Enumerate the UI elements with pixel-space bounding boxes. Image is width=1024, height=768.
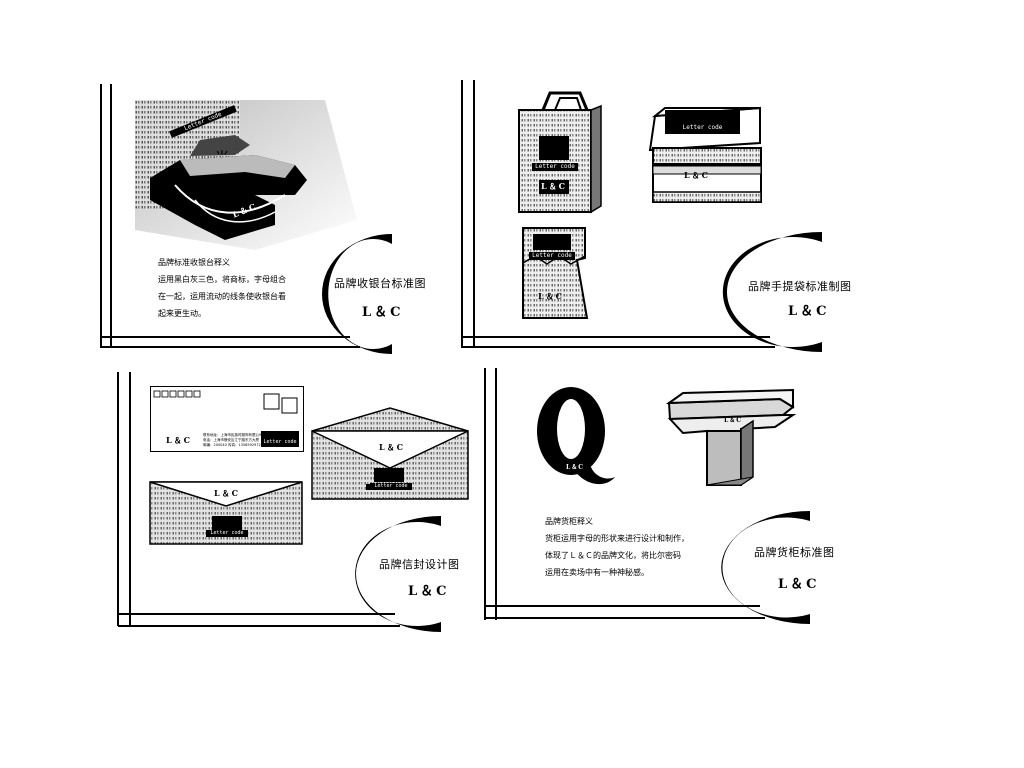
address-line: 电话：上海市静安区江宁路东方大厦: [203, 438, 259, 442]
box-letter-code-tag: Letter code: [682, 124, 723, 131]
envelope-address-block: 联系地址：上海市民族时服饰有限公司 电话：上海市静安区江宁路东方大厦 邮编：20…: [203, 433, 263, 448]
envelope-panel-brand: L＆C: [408, 584, 450, 599]
envelope-illustrations: [149, 407, 469, 545]
cabinet-panel-title: 品牌货柜标准图: [754, 546, 835, 559]
counter-note-line: 运用黑白灰三色，将商标，字母组合: [158, 275, 286, 284]
stamp-boxes: [263, 393, 298, 414]
counter-panel-brand: L＆C: [362, 305, 404, 320]
cabinet-note-line: 运用在卖场中有一种神秘感。: [545, 568, 649, 577]
bag-illustration: [518, 91, 762, 319]
t-cabinet-brand: L＆C: [724, 417, 742, 424]
envelope-card-tag: Letter code: [261, 431, 299, 447]
counter-note: 品牌标准收银台释义 运用黑白灰三色，将商标，字母组合 在一起，运用流动的线条使收…: [158, 254, 286, 322]
cabinet-panel-brand: L＆C: [778, 577, 820, 592]
small-bag-letter-code-tag: Letter code: [529, 252, 575, 259]
envelope-panel-title: 品牌信封设计图: [379, 558, 460, 571]
small-bag-brand-mark: L＆C: [538, 291, 564, 301]
envelope1-brand: L＆C: [214, 488, 240, 498]
bag-panel-brand: L＆C: [788, 304, 830, 319]
counter-note-line: 品牌标准收银台释义: [158, 258, 230, 267]
counter-panel-title: 品牌收银台标准图: [334, 277, 426, 290]
box-brand-mark: L＆C: [684, 170, 710, 180]
envelope-card-brand: L＆C: [166, 435, 192, 445]
counter-note-line: 起来更生动。: [158, 309, 206, 318]
envelope-front: L＆C 联系地址：上海市民族时服饰有限公司 电话：上海市静安区江宁路东方大厦 邮…: [150, 386, 304, 452]
postcode-boxes: [153, 390, 201, 398]
cabinet-note-line: 体现了Ｌ＆Ｃ的品牌文化，将比尔密码: [545, 551, 681, 560]
q-cabinet-brand: L＆C: [566, 464, 584, 471]
envelope2-tag: Letter code: [370, 483, 412, 489]
counter-illustration: ⺌: [135, 100, 357, 250]
bag-panel-title: 品牌手提袋标准制图: [748, 280, 852, 293]
svg-text:⺌: ⺌: [215, 150, 229, 166]
bag-brand-mark: L＆C: [541, 181, 567, 191]
counter-note-line: 在一起，运用流动的线条使收银台看: [158, 292, 286, 301]
envelope1-tag: Letter code: [206, 530, 248, 536]
cabinet-illustrations: [537, 387, 797, 487]
cabinet-note: 品牌货柜释义 货柜运用字母的形状来进行设计和制作， 体现了Ｌ＆Ｃ的品牌文化，将比…: [545, 513, 689, 581]
address-line: 邮编：200040 传真：13585929720: [203, 443, 263, 447]
address-line: 联系地址：上海市民族时服饰有限公司: [203, 433, 263, 437]
envelope2-brand: L＆C: [379, 442, 405, 452]
cabinet-note-line: 品牌货柜释义: [545, 517, 593, 526]
cabinet-note-line: 货柜运用字母的形状来进行设计和制作，: [545, 534, 689, 543]
bag-letter-code-tag: Letter code: [532, 163, 578, 170]
